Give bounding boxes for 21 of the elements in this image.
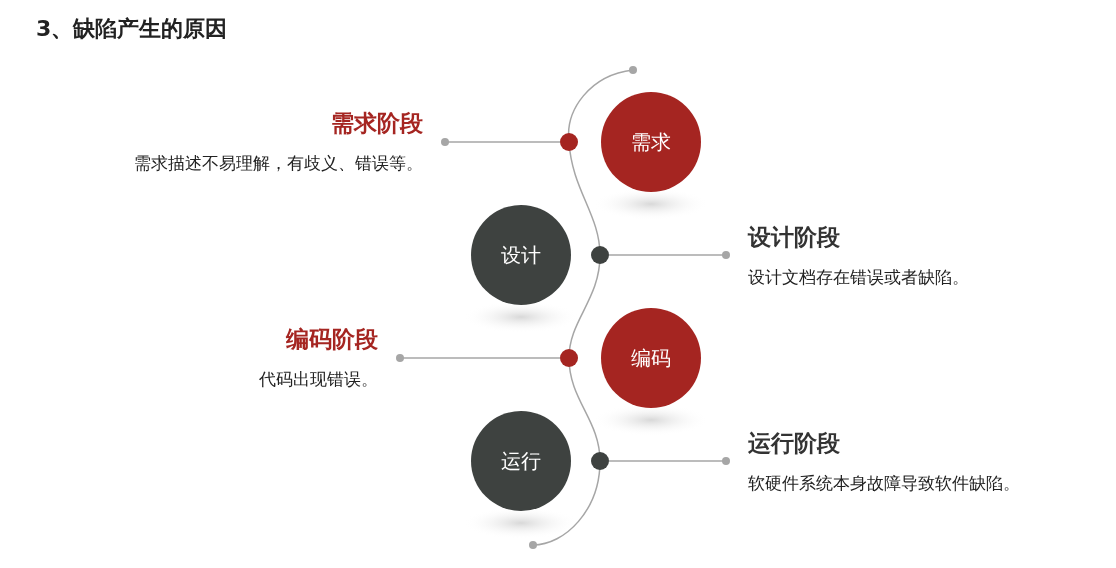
stage-description: 代码出现错误。 <box>259 368 378 391</box>
circle-label: 需求 <box>631 128 671 156</box>
connector-line <box>441 138 561 146</box>
connector-line <box>608 251 730 259</box>
stage-description: 设计文档存在错误或者缺陷。 <box>748 266 969 289</box>
title: 3、缺陷产生的原因 <box>36 15 228 43</box>
timeline-dot <box>591 452 609 470</box>
timeline-dot <box>560 133 578 151</box>
circle-label: 编码 <box>631 344 671 372</box>
stage-description: 软硬件系统本身故障导致软件缺陷。 <box>748 472 1020 495</box>
timeline-dot <box>560 349 578 367</box>
stage-description: 需求描述不易理解，有歧义、错误等。 <box>134 152 423 175</box>
timeline-dot <box>591 246 609 264</box>
circle-label: 设计 <box>501 241 541 269</box>
connector-line <box>396 354 561 362</box>
stage-heading: 设计阶段 <box>748 223 840 252</box>
connector-line <box>608 457 730 465</box>
stage-heading: 需求阶段 <box>331 109 423 138</box>
stage-heading: 运行阶段 <box>748 429 840 458</box>
circle-label: 运行 <box>501 447 541 475</box>
stage-heading: 编码阶段 <box>286 325 378 354</box>
